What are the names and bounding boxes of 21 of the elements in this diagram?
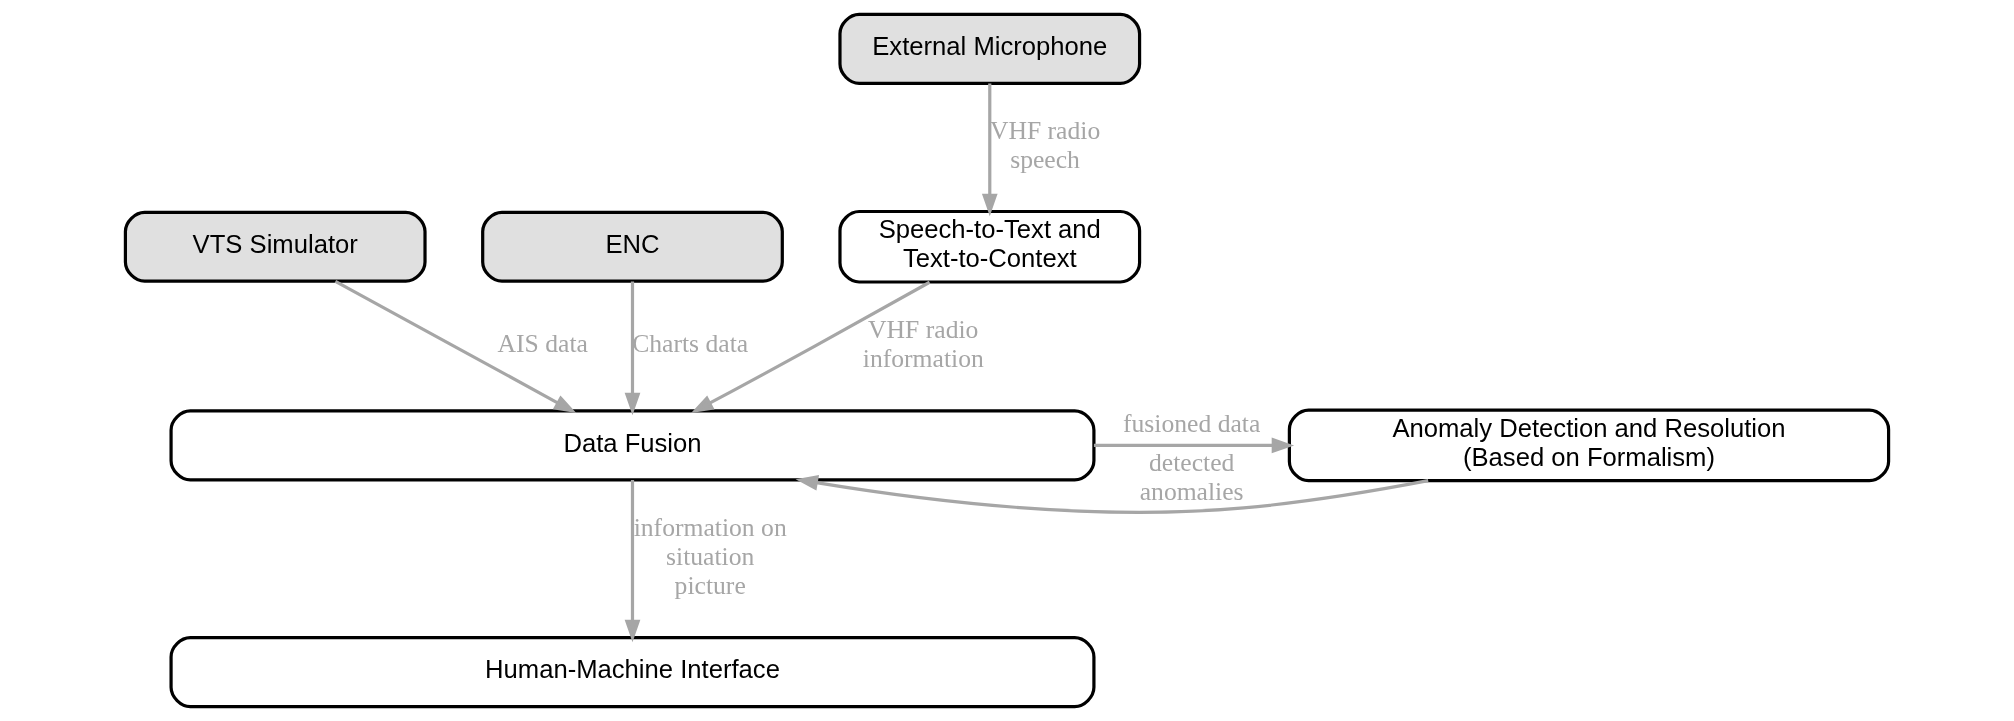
node-box: VTS Simulator bbox=[123, 210, 427, 283]
edge-label: information on situation picture bbox=[633, 513, 787, 601]
node-box: Anomaly Detection and Resolution (Based on Formalism) bbox=[1287, 408, 1891, 483]
edge-label: detected anomalies bbox=[1139, 447, 1244, 506]
node-box: Speech-to-Text and Text-to-Context bbox=[838, 209, 1142, 284]
node-box: ENC bbox=[481, 210, 784, 283]
arrow bbox=[981, 83, 998, 217]
node-box: External Microphone bbox=[838, 12, 1142, 85]
arrow bbox=[624, 480, 641, 643]
edge-label: VHF radio speech bbox=[989, 116, 1101, 174]
edge-label: VHF radio information bbox=[862, 314, 984, 373]
node-box: Data Fusion bbox=[169, 409, 1096, 482]
arrow bbox=[334, 279, 577, 414]
edge-label: fusioned data bbox=[1122, 409, 1261, 439]
edge-label: AIS data bbox=[497, 329, 588, 359]
arrow bbox=[691, 280, 931, 414]
arrow bbox=[795, 475, 1429, 514]
edge-label: Charts data bbox=[632, 329, 749, 359]
arrow bbox=[624, 281, 641, 416]
arrow bbox=[1093, 437, 1295, 454]
node-box: Human-Machine Interface bbox=[169, 636, 1096, 709]
